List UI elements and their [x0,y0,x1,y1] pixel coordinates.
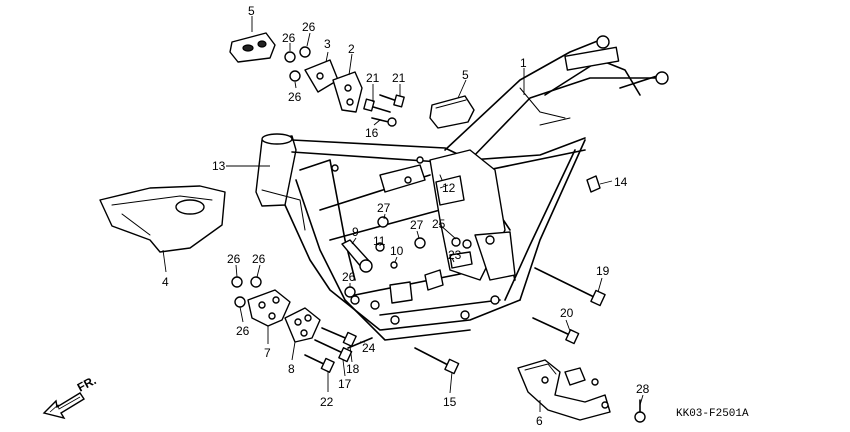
callout-27-a: 27 [377,201,391,215]
callout-12: 12 [442,181,456,195]
part-8-plate [284,307,321,343]
part-14-clip [586,175,601,193]
callout-19: 19 [596,264,610,278]
part-28-bolt [634,399,646,423]
callout-27-b: 27 [410,218,424,232]
callout-26-g: 26 [236,324,250,338]
callout-22: 22 [320,395,334,409]
callout-10: 10 [390,244,404,258]
callout-8: 8 [288,362,295,376]
callout-20: 20 [560,306,574,320]
callout-18: 18 [346,362,360,376]
callout-28: 28 [636,382,650,396]
callout-5-upper: 5 [248,4,255,18]
long-bolts [304,267,606,375]
callout-3: 3 [324,37,331,51]
callout-15: 15 [443,395,457,409]
callout-26-d: 26 [342,270,356,284]
callout-7: 7 [264,346,271,360]
callout-5-lower: 5 [462,68,469,82]
callout-14: 14 [614,175,628,189]
bolts-21-16 [363,94,405,127]
callout-26-b: 26 [282,31,296,45]
callout-4: 4 [162,275,169,289]
front-direction-arrow-icon [42,392,85,420]
diagram-code: KK03-F2501A [676,408,749,420]
callout-16: 16 [365,126,379,140]
part-7-plate [247,289,291,327]
callout-9: 9 [352,225,359,239]
callout-21-left: 21 [366,71,380,85]
callout-11: 11 [373,234,386,248]
callout-24: 24 [362,341,376,355]
direction-label: FR. [75,373,99,394]
callout-23: 23 [448,248,462,262]
small-components [341,175,473,273]
callout-26-f: 26 [252,252,266,266]
callout-25: 25 [432,217,446,231]
callout-21-right: 21 [392,71,406,85]
callout-6: 6 [536,414,543,428]
callout-17: 17 [338,377,352,391]
part-4-cover [99,185,226,253]
part-2-bracket [332,71,363,113]
part-3-bracket [304,59,339,93]
leader-lines [162,16,644,412]
callout-26-a: 26 [302,20,316,34]
callout-1: 1 [520,56,527,70]
callout-labels: 1 2 3 4 5 5 6 7 8 9 10 11 12 13 14 15 16… [162,4,650,428]
part-6-stay [517,359,611,421]
part-5-cushion-lower [429,95,475,129]
callout-26-e: 26 [227,252,241,266]
callout-26-c: 26 [288,90,302,104]
callout-13: 13 [212,159,226,173]
callout-2: 2 [348,42,355,56]
part-5-cushion-upper [229,32,276,63]
